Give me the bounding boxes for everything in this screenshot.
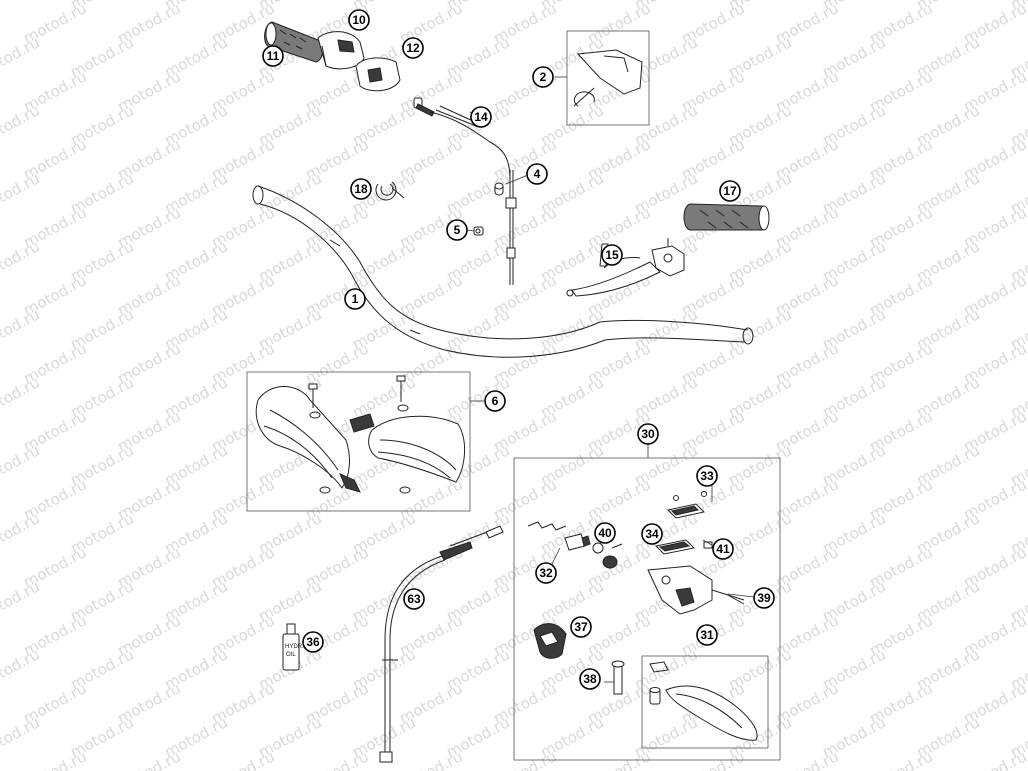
watermark-text: motod.ru <box>584 747 653 771</box>
callout-2: 2 <box>532 66 554 88</box>
watermark-text: motod.ru <box>0 577 43 625</box>
callout-label: 6 <box>492 394 499 408</box>
callout-label: 17 <box>723 184 737 198</box>
watermark-text: motod.ru <box>0 305 43 353</box>
callout-12: 12 <box>402 37 424 59</box>
callout-40: 40 <box>594 522 616 544</box>
watermark-text: motod.ru <box>0 33 43 81</box>
callout-6: 6 <box>484 390 506 412</box>
callout-5: 5 <box>446 219 468 241</box>
callout-label: 38 <box>583 672 597 686</box>
watermark-text: motod.ru <box>0 441 43 489</box>
brake-hose-part-63 <box>379 525 504 763</box>
cover-part-2 <box>566 30 650 126</box>
callout-14: 14 <box>470 106 492 128</box>
callout-label: 37 <box>574 620 588 634</box>
callout-label: 14 <box>474 110 488 124</box>
callout-layer: 1 2 4 5 6 10 11 12 14 15 17 18 30 31 32 … <box>262 9 775 690</box>
callout-label: 5 <box>454 223 461 237</box>
watermark-text: motod.ru <box>0 101 43 149</box>
watermark-text: motod.ru <box>0 237 43 285</box>
callout-label: 30 <box>641 427 655 441</box>
callout-33: 33 <box>696 465 718 487</box>
watermark-text: motod.ru <box>678 747 747 771</box>
callout-31: 31 <box>696 624 718 646</box>
callout-32: 32 <box>535 562 557 584</box>
watermark-text: motod.ru <box>866 747 935 771</box>
callout-label: 34 <box>645 527 659 541</box>
watermark-text: motod.ru <box>490 747 559 771</box>
callout-label: 11 <box>267 49 280 63</box>
callout-4: 4 <box>526 163 548 185</box>
watermark-text: motod.ru <box>0 373 43 421</box>
watermark-text: motod.ru <box>208 747 277 771</box>
callout-label: 41 <box>716 542 730 556</box>
clamp-part-18 <box>375 181 405 201</box>
callout-30: 30 <box>637 423 659 445</box>
watermark-text: motod.ru <box>772 747 841 771</box>
watermark-text: motod.ru <box>0 0 43 14</box>
watermark-text: motod.ru <box>0 713 43 761</box>
callout-label: 63 <box>407 592 421 606</box>
hydraulic-oil-bottle-part-36: HYDR. OIL <box>282 623 304 671</box>
callout-label: 32 <box>539 566 553 580</box>
watermark-text: motod.ru <box>0 169 43 217</box>
master-cylinder-kit-part-30 <box>513 444 781 761</box>
callout-18: 18 <box>350 178 372 200</box>
cable-line <box>505 170 517 285</box>
throttle-cover-part-12 <box>355 57 401 92</box>
throttle-housing-part-10 <box>317 31 365 70</box>
watermark-text: motod.ru <box>302 747 371 771</box>
callout-label: 12 <box>406 41 420 55</box>
callout-label: 4 <box>534 167 541 181</box>
watermark-text: motod.ru <box>0 645 43 693</box>
watermark-text: motod.ru <box>20 747 89 771</box>
callout-label: 15 <box>605 248 619 262</box>
callout-37: 37 <box>570 616 592 638</box>
callout-17: 17 <box>719 180 741 202</box>
watermark-text: motod.ru <box>396 747 465 771</box>
throttle-cable-part-14 <box>413 97 511 181</box>
throttle-grip-part-11 <box>264 21 324 63</box>
watermark-text: motod.ru <box>114 747 183 771</box>
callout-10: 10 <box>348 9 370 31</box>
callout-1: 1 <box>344 288 366 310</box>
callout-label: 40 <box>598 526 612 540</box>
handguards-kit-part-6 <box>246 371 471 512</box>
callout-label: 18 <box>354 182 368 196</box>
callout-label: 31 <box>700 628 714 642</box>
callout-label: 2 <box>540 70 547 84</box>
callout-38: 38 <box>579 668 601 690</box>
callout-15: 15 <box>601 244 623 266</box>
callout-label: 33 <box>700 469 714 483</box>
watermark-text: motod.ru <box>960 747 1028 771</box>
callout-label: 36 <box>306 635 320 649</box>
callout-63: 63 <box>403 588 425 610</box>
cable-adjuster-part-5 <box>473 226 484 236</box>
callout-label: 10 <box>352 13 366 27</box>
callout-label: 39 <box>757 591 771 605</box>
watermark-text: motod.ru <box>0 509 43 557</box>
bottle-label-line-2: OIL <box>286 652 296 658</box>
handlebar-part-1 <box>252 185 754 358</box>
cable-fitting-part-4 <box>494 182 504 196</box>
callout-label: 1 <box>352 292 359 306</box>
left-grip-part-17 <box>683 203 770 231</box>
callout-39: 39 <box>753 587 775 609</box>
callout-36: 36 <box>302 631 324 653</box>
clutch-lever-part-15 <box>566 238 685 297</box>
callout-41: 41 <box>712 538 734 560</box>
callout-11: 11 <box>262 45 284 67</box>
callout-34: 34 <box>641 523 663 545</box>
bottle-label-line-1: HYDR. <box>285 644 304 650</box>
